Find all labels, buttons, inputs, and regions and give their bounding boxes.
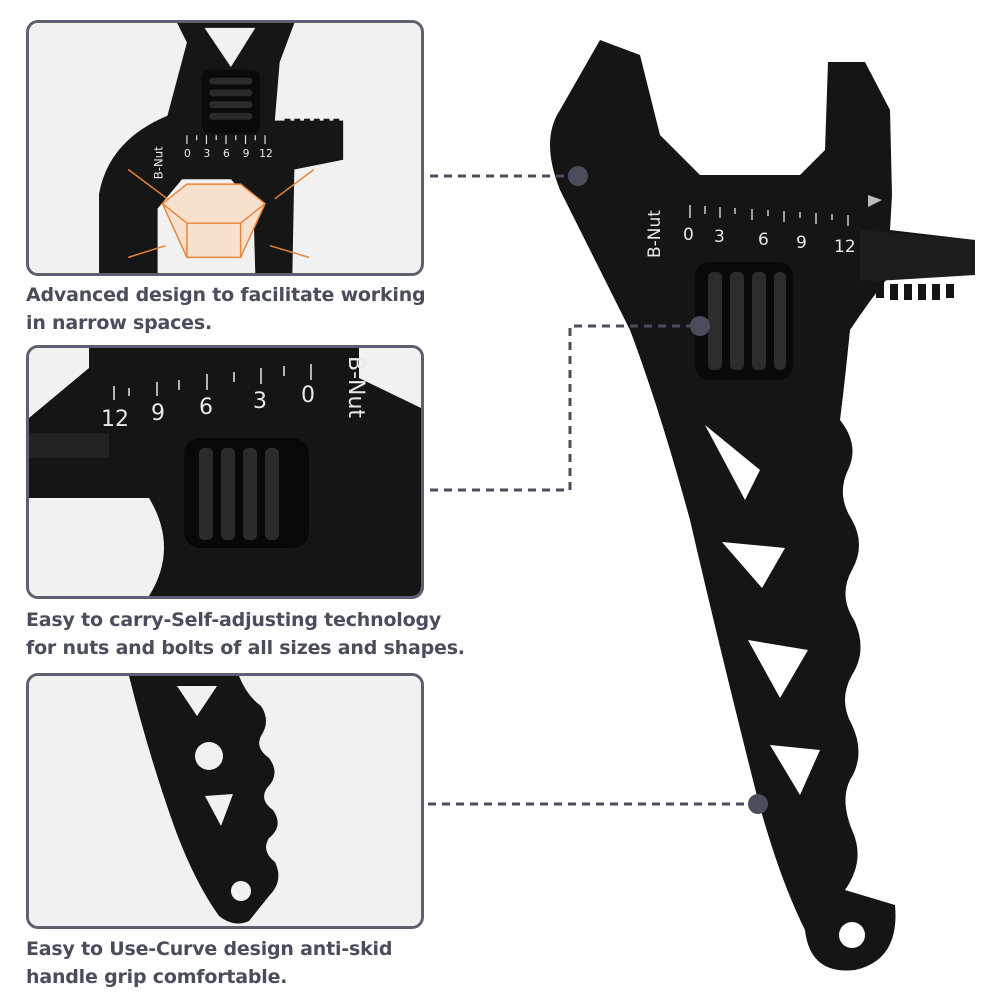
scale-tick-label: 6 bbox=[758, 230, 769, 250]
main-wrench-image: 0 3 6 9 12 B-Nut bbox=[550, 40, 975, 971]
scale-tick-label: 6 bbox=[199, 395, 213, 420]
scale-tick-label: 3 bbox=[253, 389, 267, 414]
pressure-arrows bbox=[127, 168, 315, 259]
feature-caption-curved-handle: Easy to Use-Curve design anti-skid handl… bbox=[26, 935, 496, 991]
scale-label: B-Nut bbox=[645, 210, 665, 258]
scale-tick-label: 12 bbox=[259, 147, 273, 160]
jaw-closeup-image: 0 3 6 9 12 B-Nut bbox=[30, 23, 420, 273]
caption-line: Easy to Use-Curve design anti-skid bbox=[26, 938, 393, 960]
scale-tick-label: 6 bbox=[223, 147, 230, 160]
scale-tick-label: 9 bbox=[796, 233, 807, 253]
hex-nut-illustration bbox=[161, 183, 266, 259]
caption-line: in narrow spaces. bbox=[26, 312, 212, 334]
caption-line: handle grip comfortable. bbox=[26, 966, 288, 988]
caption-line: Advanced design to facilitate working bbox=[26, 284, 426, 306]
scale-tick-label: 3 bbox=[204, 147, 211, 160]
scale-tick-label: 9 bbox=[151, 401, 165, 426]
scale-tick-label: 9 bbox=[243, 147, 250, 160]
scale-tick-label: 3 bbox=[714, 227, 725, 247]
scale-tick-label: 12 bbox=[834, 237, 856, 257]
scale-tick-label: 0 bbox=[683, 225, 694, 245]
scale-label: B-Nut bbox=[343, 356, 368, 418]
scale-tick-label: 0 bbox=[184, 147, 191, 160]
scale-label: B-Nut bbox=[152, 146, 166, 179]
scale-tick-label: 12 bbox=[101, 407, 129, 432]
feature-panel-curved-handle bbox=[26, 673, 424, 929]
worm-gear-closeup-image: 12 9 6 3 0 B-Nut bbox=[29, 348, 421, 596]
caption-line: Easy to carry-Self-adjusting technology bbox=[26, 609, 442, 631]
feature-panel-self-adjusting: 12 9 6 3 0 B-Nut bbox=[26, 345, 424, 599]
caption-line: for nuts and bolts of all sizes and shap… bbox=[26, 637, 465, 659]
handle-closeup-image bbox=[29, 676, 421, 926]
feature-panel-narrow-spaces: 0 3 6 9 12 B-Nut bbox=[26, 20, 424, 276]
scale-tick-label: 0 bbox=[301, 383, 315, 408]
feature-caption-self-adjusting: Easy to carry-Self-adjusting technology … bbox=[26, 606, 496, 662]
feature-caption-narrow-spaces: Advanced design to facilitate working in… bbox=[26, 281, 496, 337]
